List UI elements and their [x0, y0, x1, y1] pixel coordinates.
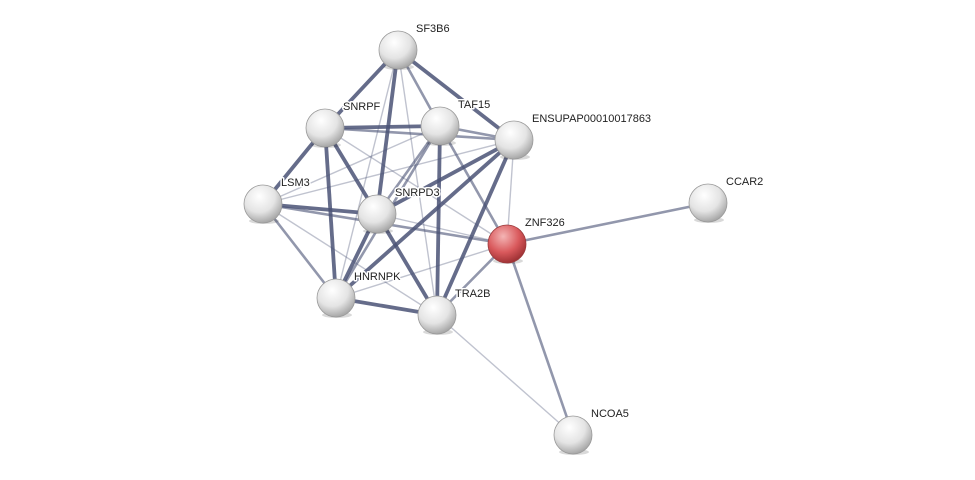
edge-ens-hnrnpk[interactable] [334, 138, 516, 300]
node-ens[interactable]: ENSUPAP00010017863 [494, 112, 653, 160]
node-snrpf[interactable]: SNRPF [305, 100, 382, 148]
node-taf15[interactable]: TAF15 [420, 98, 492, 146]
edge-snrpd3-tra2b[interactable] [375, 213, 439, 316]
edge-sf3b6-tra2b[interactable] [397, 49, 438, 316]
node-sphere[interactable] [316, 278, 356, 318]
edge-snrpf-ens[interactable] [324, 126, 515, 142]
node-sphere[interactable] [494, 120, 534, 160]
node-label: ENSUPAP00010017863 [532, 113, 651, 125]
edge-ens-lsm3[interactable] [262, 139, 515, 205]
node-sphere[interactable] [688, 183, 728, 223]
node-sphere[interactable] [243, 184, 283, 224]
edge-snrpd3-znf326[interactable] [376, 213, 508, 245]
node-label: SNRPF [343, 101, 381, 113]
node-sphere[interactable] [487, 224, 527, 264]
edge-znf326-ncoa5[interactable] [505, 243, 575, 436]
node-label: SF3B6 [416, 23, 450, 35]
edge-sf3b6-ens[interactable] [396, 48, 516, 142]
node-ccar2[interactable]: CCAR2 [688, 175, 765, 223]
node-ncoa5[interactable]: NCOA5 [553, 407, 630, 455]
node-label: LSM3 [281, 177, 310, 189]
node-hnrnpk[interactable]: HNRNPK [316, 270, 403, 318]
node-sphere[interactable] [420, 106, 460, 146]
node-znf326[interactable]: ZNF326 [487, 216, 566, 264]
node-tra2b[interactable]: TRA2B [417, 287, 492, 335]
node-label: HNRNPK [354, 271, 401, 283]
node-label: TAF15 [458, 99, 490, 111]
edge-tra2b-ncoa5[interactable] [436, 314, 574, 436]
node-label: ZNF326 [525, 217, 565, 229]
node-snrpd3[interactable]: SNRPD3 [357, 186, 441, 234]
node-label: CCAR2 [726, 176, 763, 188]
node-sphere[interactable] [553, 415, 593, 455]
edge-lsm3-hnrnpk[interactable] [261, 203, 338, 299]
edge-hnrnpk-znf326[interactable] [335, 243, 508, 299]
edge-ens-tra2b[interactable] [435, 139, 516, 316]
edge-sf3b6-hnrnpk[interactable] [335, 49, 399, 299]
edge-taf15-lsm3[interactable] [262, 125, 441, 205]
node-lsm3[interactable]: LSM3 [243, 176, 311, 224]
node-sphere[interactable] [378, 30, 418, 70]
edge-taf15-znf326[interactable] [438, 125, 509, 245]
node-label: SNRPD3 [395, 187, 440, 199]
edge-snrpf-hnrnpk[interactable] [323, 127, 338, 299]
edge-znf326-ccar2[interactable] [506, 201, 709, 246]
edge-taf15-tra2b[interactable] [435, 125, 442, 316]
edge-lsm3-tra2b[interactable] [262, 203, 438, 316]
node-sphere[interactable] [417, 295, 457, 335]
node-label: TRA2B [455, 288, 490, 300]
edge-ens-snrpd3[interactable] [376, 138, 515, 216]
node-sphere[interactable] [305, 108, 345, 148]
node-sphere[interactable] [357, 194, 397, 234]
node-sf3b6[interactable]: SF3B6 [378, 22, 451, 70]
node-label: NCOA5 [591, 408, 629, 420]
